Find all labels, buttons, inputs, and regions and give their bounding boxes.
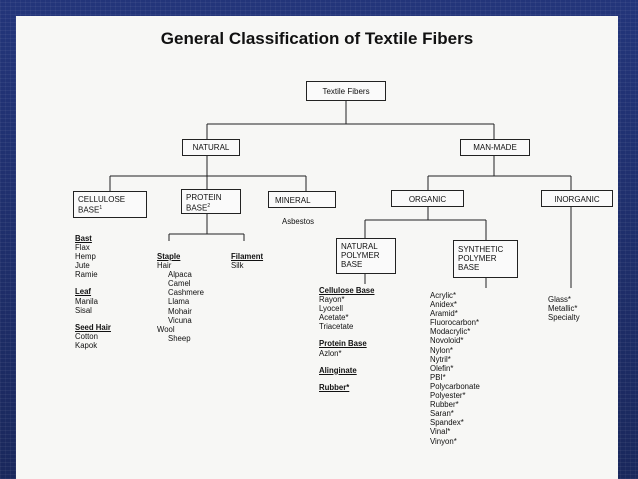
- list-item: Sheep: [168, 333, 191, 343]
- list-item: Wool: [157, 324, 175, 334]
- organic-box: ORGANIC: [391, 190, 464, 207]
- list-item: Hemp: [75, 252, 96, 262]
- list-item: Lyocell: [319, 304, 343, 314]
- group-heading: Leaf: [75, 287, 92, 297]
- list-item: Flax: [75, 243, 90, 253]
- list-item: Triacetate: [319, 322, 354, 332]
- root-label: Textile Fibers: [322, 87, 370, 96]
- man-made-label: MAN-MADE: [473, 143, 517, 152]
- list-item: Asbestos: [282, 217, 315, 226]
- man-made-box: MAN-MADE: [460, 139, 530, 156]
- group-heading: Filament: [231, 252, 264, 261]
- list-item: Vinyon*: [430, 436, 457, 446]
- group-heading: Rubber*: [319, 382, 350, 392]
- protein-base-label: PROTEIN BASE: [186, 193, 222, 213]
- diagram-sheet: General Classification of Textile Fibers: [16, 16, 618, 479]
- list-item: Ramie: [75, 270, 98, 280]
- list-item: Metallic*: [548, 304, 578, 314]
- list-gap: [319, 375, 374, 383]
- list-item: Llama: [168, 297, 190, 307]
- list-item: Novoloid*: [430, 336, 464, 346]
- list-item: Mohair: [168, 306, 192, 316]
- mineral-box: MINERAL: [268, 191, 336, 208]
- list-item: Polyester*: [430, 391, 466, 401]
- list-item: Rubber*: [430, 400, 459, 410]
- list-item: Aramid*: [430, 309, 458, 319]
- natural-polymer-label: NATURAL POLYMER BASE: [341, 242, 380, 269]
- group-heading: Cellulose Base: [319, 286, 375, 295]
- list-gap: [319, 358, 374, 366]
- mineral-list: Asbestos: [282, 217, 314, 226]
- list-item: Specialty: [548, 313, 580, 323]
- natural-polymer-box: NATURAL POLYMER BASE: [336, 238, 396, 274]
- list-item: Kapok: [75, 340, 98, 350]
- synthetic-polymer-box: SYNTHETIC POLYMER BASE: [453, 240, 518, 278]
- root-box-textile-fibers: Textile Fibers: [306, 81, 386, 101]
- list-item: Cashmere: [168, 288, 204, 298]
- list-item: Olefin*: [430, 363, 454, 373]
- list-item: Fluorocarbon*: [430, 318, 479, 328]
- group-heading: Protein Base: [319, 339, 367, 349]
- list-item: Vicuna: [168, 315, 192, 325]
- list-item: Modacrylic*: [430, 327, 471, 337]
- list-item: Rayon*: [319, 295, 345, 305]
- natural-box: NATURAL: [182, 139, 240, 156]
- synthetic-polymer-label: SYNTHETIC POLYMER BASE: [458, 245, 504, 272]
- inorganic-box: INORGANIC: [541, 190, 613, 207]
- list-item: Hair: [157, 261, 172, 271]
- mineral-label: MINERAL: [275, 196, 311, 205]
- list-item: Acrylic*: [430, 291, 456, 300]
- cellulose-footnote: 1: [99, 205, 103, 211]
- list-item: Camel: [168, 279, 191, 289]
- list-item: Polycarbonate: [430, 381, 480, 391]
- protein-footnote: 2: [207, 203, 211, 209]
- group-heading: Bast: [75, 234, 92, 243]
- list-gap: [75, 315, 111, 323]
- list-item: PBI*: [430, 372, 446, 382]
- list-item: Azlon*: [319, 348, 342, 358]
- list-item: Glass*: [548, 295, 571, 304]
- cellulose-base-box: CELLULOSE BASE1: [73, 191, 147, 218]
- inorganic-label: INORGANIC: [554, 195, 600, 204]
- connector-lines: [109, 101, 572, 288]
- list-item: Manila: [75, 296, 98, 306]
- cellulose-base-label: CELLULOSE BASE: [78, 195, 126, 215]
- list-item: Silk: [231, 261, 244, 271]
- organic-label: ORGANIC: [408, 195, 447, 204]
- list-item: Cotton: [75, 331, 98, 341]
- list-item: Saran*: [430, 409, 454, 419]
- list-item: Anidex*: [430, 300, 457, 310]
- protein-base-box: PROTEIN BASE2: [181, 189, 241, 214]
- group-heading: Staple: [157, 252, 181, 261]
- list-item: Sisal: [75, 305, 92, 315]
- list-item: Acetate*: [319, 313, 349, 323]
- list-gap: [319, 331, 374, 339]
- list-item: Nylon*: [430, 345, 453, 355]
- list-item: Nytril*: [430, 354, 451, 364]
- synthetic-polymer-list: Acrylic*Anidex*Aramid*Fluorocarbon*Modac…: [430, 291, 480, 446]
- natural-label: NATURAL: [192, 143, 230, 152]
- group-heading: Alinginate: [319, 365, 357, 375]
- list-item: Vinal*: [430, 427, 451, 437]
- list-gap: [75, 279, 111, 287]
- list-item: Spandex*: [430, 418, 464, 428]
- group-heading: Seed Hair: [75, 322, 111, 332]
- page-title: General Classification of Textile Fibers: [160, 29, 474, 48]
- list-item: Jute: [75, 261, 90, 271]
- list-item: Alpaca: [168, 270, 192, 280]
- inorganic-list: Glass*Metallic*Specialty: [548, 295, 580, 322]
